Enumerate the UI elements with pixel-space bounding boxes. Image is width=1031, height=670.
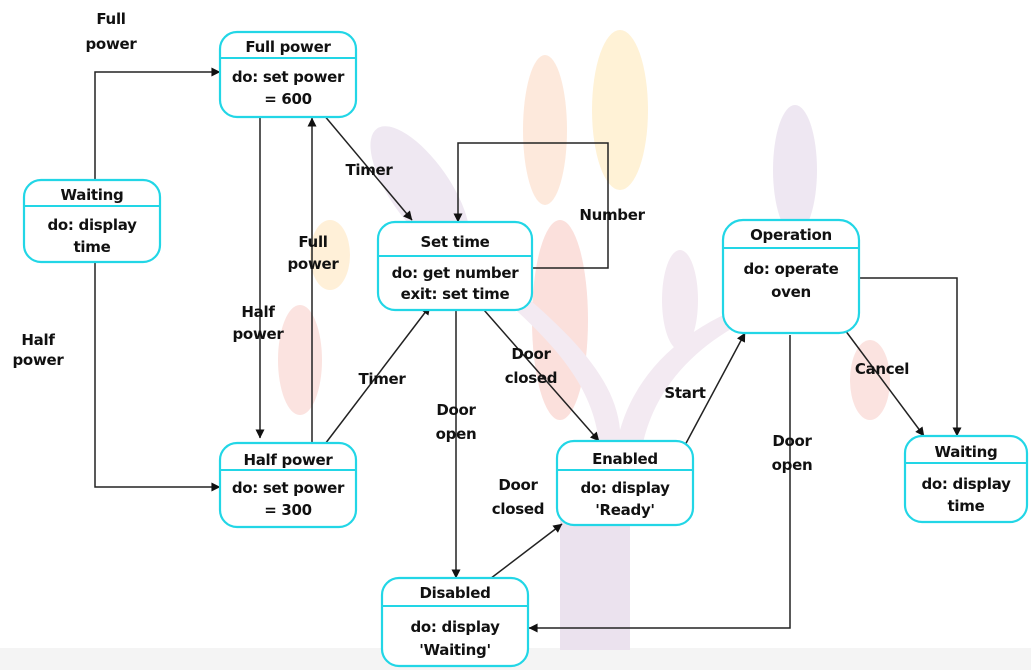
svg-text:open: open (772, 456, 813, 474)
state-full-power-action-1: do: set power (232, 68, 345, 86)
label-settime-to-disabled: Door open (436, 401, 477, 443)
state-waiting-left: Waiting do: display time (22, 178, 162, 264)
svg-text:Half: Half (241, 303, 275, 321)
label-operation-cancel: Cancel (855, 360, 909, 378)
edge-full-power-to-set-time (317, 107, 413, 221)
state-set-time-action-2: exit: set time (401, 285, 510, 303)
svg-text:power: power (288, 255, 340, 273)
state-waiting-left-action-1: do: display (47, 216, 137, 234)
state-set-time: Set time do: get number exit: set time (376, 220, 534, 312)
edge-set-time-to-enabled (483, 309, 600, 442)
svg-text:power: power (13, 351, 65, 369)
edge-operation-cancel (844, 329, 925, 437)
label-full-to-settime: Timer (345, 161, 393, 179)
edge-waiting-to-half-power (94, 262, 221, 492)
svg-text:Full: Full (96, 10, 125, 28)
transition-edges (94, 67, 962, 633)
svg-text:Full: Full (298, 233, 327, 251)
svg-text:Door: Door (436, 401, 476, 419)
edge-set-time-number-loop (453, 142, 609, 269)
label-enabled-to-operation: Start (664, 384, 705, 402)
state-half-power-action-2: = 300 (264, 501, 312, 519)
state-waiting-right: Waiting do: display time (903, 434, 1029, 524)
state-waiting-left-action-2: time (74, 238, 111, 256)
state-disabled-name: Disabled (419, 584, 490, 602)
state-operation-name: Operation (750, 226, 832, 244)
state-operation: Operation do: operate oven (721, 218, 861, 335)
state-half-power: Half power do: set power = 300 (218, 441, 358, 529)
state-waiting-right-name: Waiting (935, 443, 998, 461)
state-half-power-name: Half power (243, 451, 333, 469)
edge-waiting-to-full-power (94, 67, 221, 180)
svg-text:Half: Half (21, 331, 55, 349)
state-half-power-action-1: do: set power (232, 479, 345, 497)
state-full-power-action-2: = 600 (264, 90, 312, 108)
svg-text:Door: Door (498, 476, 538, 494)
label-settime-number: Number (579, 206, 645, 224)
state-waiting-right-action-1: do: display (921, 475, 1011, 493)
label-waiting-to-full: Full power (86, 10, 138, 53)
edge-enabled-to-operation (683, 332, 746, 448)
edge-disabled-to-enabled (481, 523, 563, 586)
state-operation-action-2: oven (771, 283, 811, 301)
edge-half-power-to-set-time (321, 305, 431, 449)
state-set-time-name: Set time (420, 233, 489, 251)
svg-text:closed: closed (492, 500, 544, 518)
svg-text:open: open (436, 425, 477, 443)
edge-operation-to-disabled (528, 335, 791, 633)
label-full-to-half: Half power (233, 303, 285, 343)
svg-text:Door: Door (772, 432, 812, 450)
state-disabled-action-1: do: display (410, 618, 500, 636)
edge-operation-to-waiting-right (858, 277, 962, 437)
label-settime-to-enabled: Door closed (505, 345, 558, 387)
state-operation-action-1: do: operate (743, 260, 838, 278)
state-enabled: Enabled do: display 'Ready' (555, 439, 695, 527)
state-full-power: Full power do: set power = 600 (218, 30, 358, 119)
state-disabled: Disabled do: display 'Waiting' (380, 576, 530, 668)
state-waiting-left-name: Waiting (61, 186, 124, 204)
state-disabled-action-2: 'Waiting' (419, 641, 491, 659)
label-waiting-to-half: Half power (13, 331, 65, 369)
state-enabled-action-1: do: display (580, 479, 670, 497)
state-enabled-action-2: 'Ready' (595, 501, 654, 519)
svg-text:Door: Door (511, 345, 551, 363)
svg-text:closed: closed (505, 369, 557, 387)
label-operation-to-disabled: Door open (772, 432, 813, 474)
transition-labels: Full power Half power Half power Full po… (13, 10, 910, 518)
svg-text:power: power (233, 325, 285, 343)
label-disabled-to-enabled: Door closed (492, 476, 545, 518)
state-set-time-action-1: do: get number (392, 264, 520, 282)
state-full-power-name: Full power (245, 38, 331, 56)
state-waiting-right-action-2: time (948, 497, 985, 515)
label-half-to-settime: Timer (358, 370, 406, 388)
svg-text:power: power (86, 35, 138, 53)
label-half-to-full: Full power (288, 233, 340, 273)
state-enabled-name: Enabled (592, 450, 658, 468)
